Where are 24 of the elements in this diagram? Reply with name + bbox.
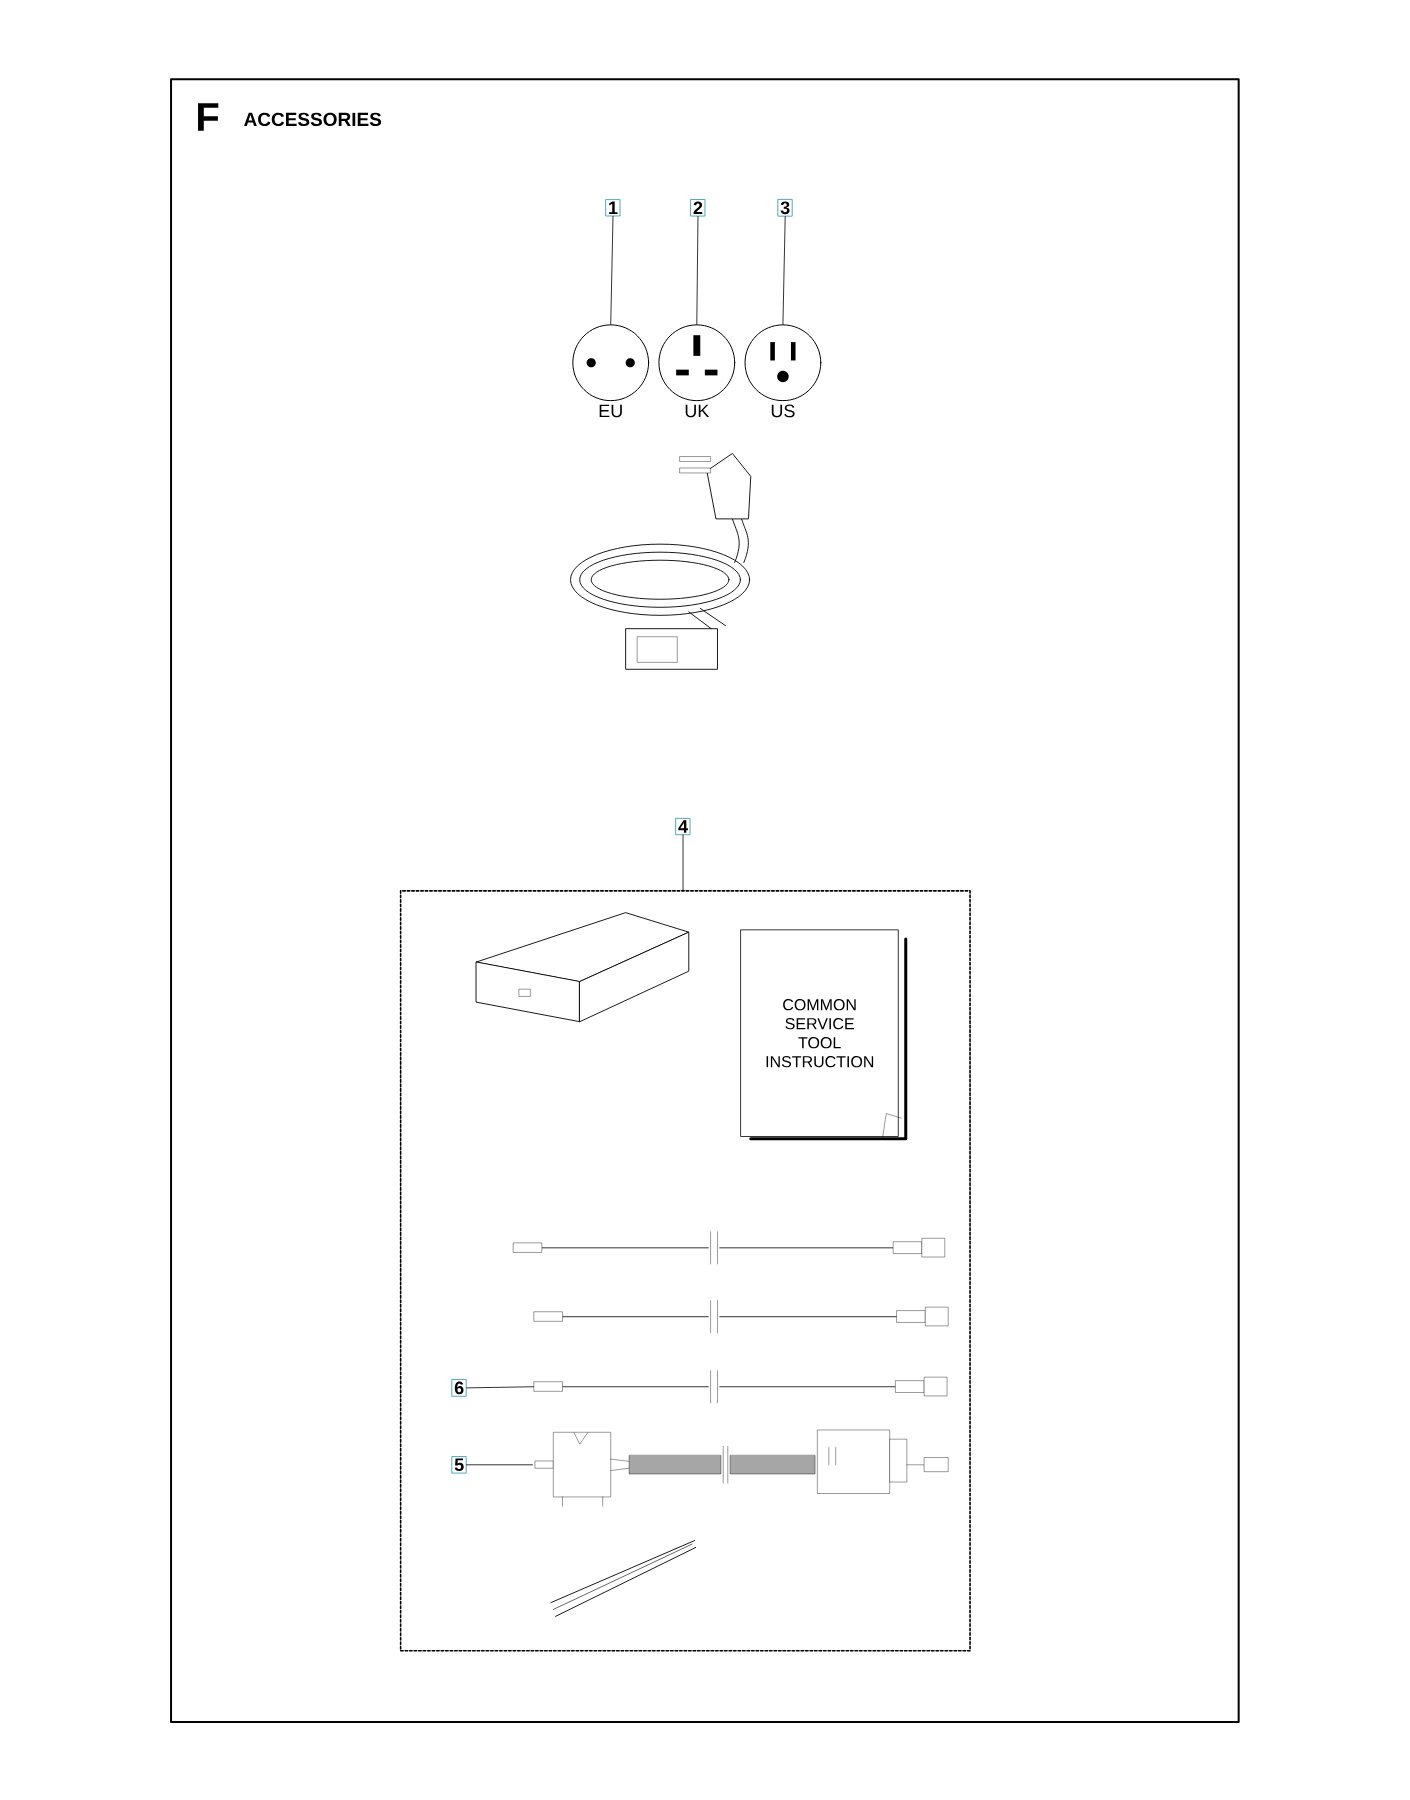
manual-drawing: COMMON SERVICE TOOL INSTRUCTION: [740, 929, 902, 1137]
callout-number: 1: [605, 199, 621, 217]
leader-line: [610, 216, 614, 325]
adapter-cable-drawing: [534, 1430, 949, 1507]
cable-drawing: [533, 1370, 948, 1403]
leader-line: [682, 834, 684, 891]
socket-icon: [658, 324, 736, 402]
leader-line: [782, 216, 786, 325]
callout-number: 6: [451, 1379, 467, 1397]
leader-line: [696, 216, 699, 325]
region-label: UK: [685, 404, 710, 418]
callout-number: 2: [690, 199, 706, 217]
title: ACCESSORIES: [244, 112, 382, 127]
leader-line: [466, 1464, 533, 1466]
callout-number: 3: [777, 199, 793, 217]
socket-icon: [744, 324, 822, 402]
kit-outline: [400, 890, 971, 1652]
section-letter: F: [198, 103, 219, 131]
callout-number: 5: [451, 1456, 467, 1474]
leader-line: [466, 1386, 535, 1389]
callout-number: 4: [675, 817, 691, 836]
region-label: US: [771, 404, 795, 418]
socket-icon: [572, 324, 650, 402]
region-label: EU: [599, 404, 622, 418]
